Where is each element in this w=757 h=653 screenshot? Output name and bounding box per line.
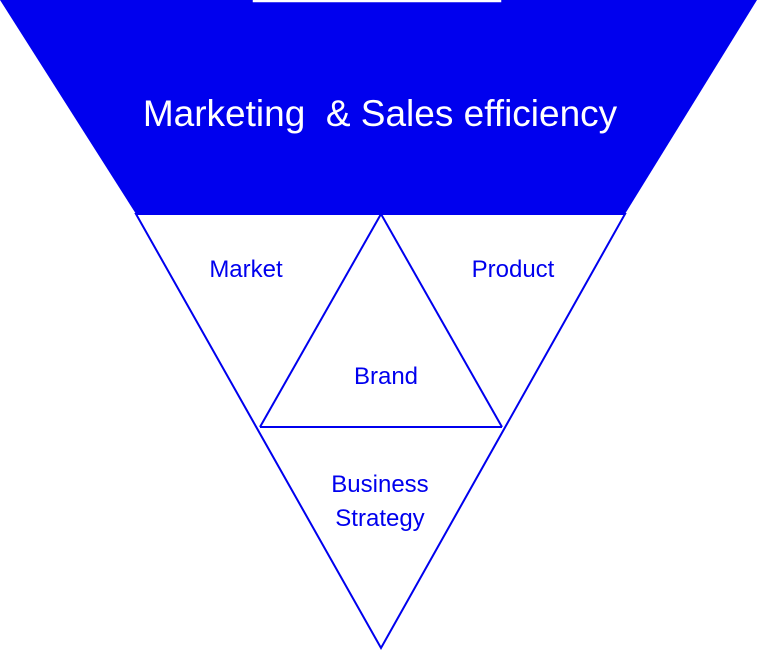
divider-right [380,213,503,428]
segment-business-strategy-line2: Strategy [335,505,424,532]
banner-title: Marketing & Sales efficiency [143,93,618,134]
segment-brand-label: Brand [354,363,418,390]
divider-left [259,213,382,428]
segment-business-strategy-line1: Business [331,471,428,498]
segment-market-label: Market [209,256,283,283]
top-tab [251,0,503,4]
banner-band [0,0,757,214]
segment-product-label: Product [472,256,555,283]
